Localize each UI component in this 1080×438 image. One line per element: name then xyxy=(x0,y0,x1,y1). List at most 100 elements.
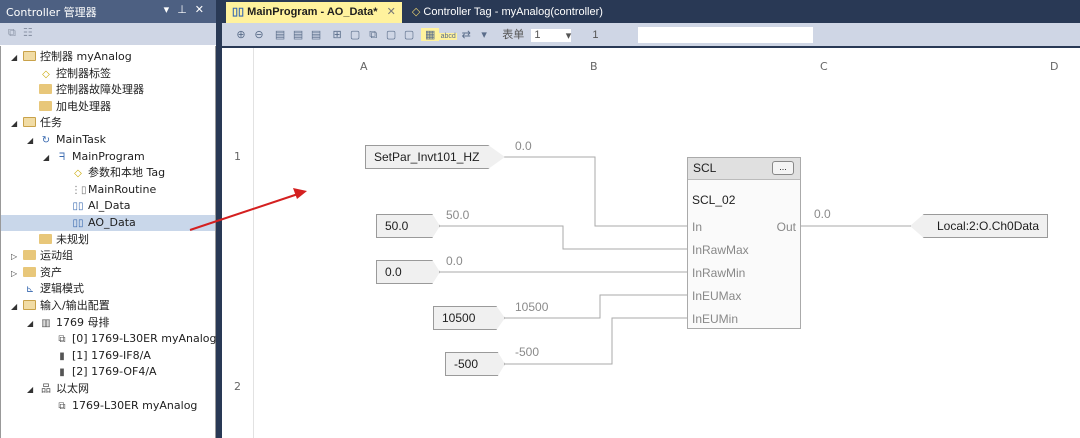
collapse-arrow-icon[interactable]: ◢ xyxy=(43,152,50,162)
tree-item[interactable]: ◢输入/输出配置 xyxy=(11,298,110,314)
block-type: SCL xyxy=(693,161,717,175)
collapse-arrow-icon[interactable]: ◢ xyxy=(11,302,18,311)
fbd-icon: ▯▯ xyxy=(72,218,84,229)
tab-controller-tag[interactable]: ◇ Controller Tag - myAnalog(controller) xyxy=(411,6,603,18)
more-icon[interactable]: ▾ xyxy=(481,29,487,41)
input-value: 10500 xyxy=(515,300,549,314)
collapse-arrow-icon[interactable]: ◢ xyxy=(27,318,34,328)
tree-item[interactable]: ▮[2] 1769-OF4/A xyxy=(43,364,156,380)
tree-item[interactable]: ▷ 资产 xyxy=(11,265,62,281)
pin-in[interactable]: In xyxy=(692,220,703,234)
close-icon[interactable]: ✕ xyxy=(194,3,212,16)
wire xyxy=(505,317,688,365)
collapse-arrow-icon[interactable]: ◢ xyxy=(27,136,34,145)
tree-item-label: MainRoutine xyxy=(88,182,157,196)
folder-open-icon xyxy=(23,51,36,61)
tab-ao-data[interactable]: ▯▯ MainProgram - AO_Data* ✕ xyxy=(226,2,402,23)
input-reference[interactable]: 50.0 xyxy=(376,214,440,238)
tree-item[interactable]: ◢任务 xyxy=(11,115,62,131)
panel-title: Controller 管理器 xyxy=(6,6,97,19)
expand-arrow-icon[interactable]: ▷ xyxy=(11,268,18,278)
tree-item-label: 控制器 myAnalog xyxy=(40,50,132,63)
block-properties-button[interactable]: ... xyxy=(772,161,794,175)
tree-item[interactable]: ⋮▯MainRoutine xyxy=(59,182,156,198)
fbd-canvas[interactable]: A B C D 1 2 SetPar_Invt101_HZ 0.0 50.0 5… xyxy=(222,48,1080,438)
tree-item[interactable]: 未规划 xyxy=(27,232,89,248)
tree-item-label: 逻辑模式 xyxy=(40,282,84,296)
input-value: 0.0 xyxy=(446,254,463,268)
collapse-arrow-icon[interactable]: ◢ xyxy=(27,385,34,394)
zoom-in-icon[interactable]: ⊕ xyxy=(236,29,246,41)
tree-item[interactable]: ◇参数和本地 Tag xyxy=(59,165,165,181)
add-sheet-icon[interactable]: ⊞ xyxy=(332,29,342,41)
insert2-icon[interactable]: ▢ xyxy=(403,29,415,41)
search-input[interactable] xyxy=(637,27,813,44)
chevron-down-icon: ▾ xyxy=(565,30,572,42)
collapse-icon[interactable]: ⧉ xyxy=(8,26,16,39)
tree-item[interactable]: 控制器故障处理器 xyxy=(27,82,144,98)
view-icon[interactable]: ☷ xyxy=(22,26,33,39)
page2-icon[interactable]: ▤ xyxy=(292,29,304,41)
tree-item[interactable]: ▯▯AO_Data xyxy=(1,215,215,231)
tree-item[interactable]: ◢ 品以太网 xyxy=(27,381,89,397)
row-header: 2 xyxy=(234,380,241,393)
fbd-icon: ▯▯ xyxy=(232,6,245,18)
tree-item-label: 1769 母排 xyxy=(56,315,110,329)
output-reference[interactable]: Local:2:O.Ch0Data xyxy=(910,214,1048,238)
column-header: A xyxy=(360,60,368,73)
tree-item-label: [1] 1769-IF8/A xyxy=(72,348,151,362)
tree-item-label: 以太网 xyxy=(56,382,89,395)
tree-item[interactable]: ⧉[0] 1769-L30ER myAnalog xyxy=(43,331,216,347)
tree-item[interactable]: ▮[1] 1769-IF8/A xyxy=(43,348,151,364)
pin-ineumin[interactable]: InEUMin xyxy=(692,312,739,326)
input-reference[interactable]: 10500 xyxy=(433,306,505,330)
page-icon[interactable]: ▤ xyxy=(274,29,286,41)
collapse-arrow-icon[interactable]: ◢ xyxy=(11,53,18,62)
copy-icon[interactable]: ⧉ xyxy=(369,29,378,41)
pin-ineumax[interactable]: InEUMax xyxy=(692,289,742,303)
folder-icon xyxy=(39,84,52,95)
input-reference[interactable]: 0.0 xyxy=(376,260,440,284)
tree-item[interactable]: ⊾逻辑模式 xyxy=(11,281,84,297)
fbd-icon: ▯▯ xyxy=(72,201,84,213)
network-icon: 品 xyxy=(41,384,51,395)
sheet-select[interactable]: 1 ▾ xyxy=(531,29,572,42)
tree-item[interactable]: ⧉1769-L30ER myAnalog xyxy=(43,398,197,414)
expand-arrow-icon[interactable]: ▷ xyxy=(11,252,18,262)
pin-out[interactable]: Out xyxy=(776,220,796,234)
remove-sheet-icon[interactable]: ▢ xyxy=(349,29,361,41)
collapse-arrow-icon[interactable]: ◢ xyxy=(11,119,18,129)
input-reference[interactable]: SetPar_Invt101_HZ xyxy=(365,145,505,169)
column-header: C xyxy=(820,60,828,73)
folder-open-icon xyxy=(23,117,36,128)
tree-item[interactable]: ▷ 运动组 xyxy=(11,248,73,264)
zoom-out-icon[interactable]: ⊖ xyxy=(254,29,264,41)
tree-item[interactable]: ◇控制器标签 xyxy=(27,66,111,82)
tree-item-label: 加电处理器 xyxy=(56,99,111,113)
pin-icon[interactable]: ⊥ xyxy=(177,3,195,16)
row-gutter xyxy=(222,48,254,438)
tree-item[interactable]: 加电处理器 xyxy=(27,99,111,115)
dropdown-icon[interactable]: ▾ xyxy=(163,3,178,16)
grid-icon[interactable]: ▦ xyxy=(421,28,440,41)
scl-block[interactable]: SCL... SCL_02 In InRawMax InRawMin InEUM… xyxy=(687,157,801,329)
wires xyxy=(440,156,910,365)
tree-item[interactable]: ◢ 控制器 myAnalog xyxy=(11,49,132,65)
tree-item-label: MainTask xyxy=(56,133,106,146)
tree-item[interactable]: ◢ ▥ 1769 母排 xyxy=(27,315,110,331)
tree-item[interactable]: ◢↻MainTask xyxy=(27,132,106,148)
pin-inrawmax[interactable]: InRawMax xyxy=(692,243,749,257)
output-value: 0.0 xyxy=(814,207,831,221)
pin-inrawmin[interactable]: InRawMin xyxy=(692,266,746,280)
text-icon[interactable]: abcd xyxy=(439,33,458,40)
input-reference[interactable]: -500 xyxy=(445,352,505,376)
insert-icon[interactable]: ▢ xyxy=(385,29,397,41)
tree-item-label: 运动组 xyxy=(40,249,73,263)
tree-item-label: 资产 xyxy=(40,265,62,279)
close-tab-icon[interactable]: ✕ xyxy=(386,6,396,18)
page3-icon[interactable]: ▤ xyxy=(310,29,322,41)
swap-icon[interactable]: ⇄ xyxy=(461,29,471,41)
backplane-icon: ▥ xyxy=(41,317,51,329)
tree-item[interactable]: ▯▯AI_Data xyxy=(59,198,130,214)
